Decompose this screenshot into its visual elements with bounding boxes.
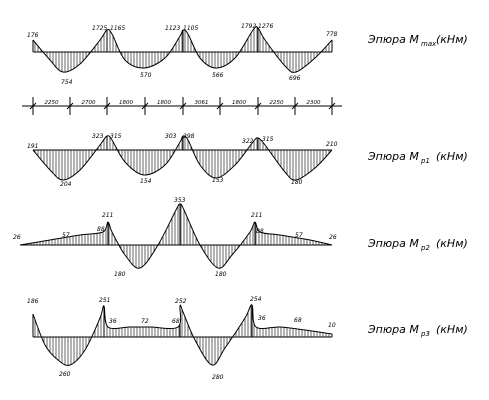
svg-text:Эпюра M: Эпюра M [367,237,419,250]
mp1-value-label: 315 [262,136,274,143]
dimension-label: 1800 [232,100,246,106]
mmax-value-label: 778 [326,31,338,38]
title-mp3-sub: p3 [420,330,430,338]
svg-text:Эпюра M: Эпюра M [367,33,419,46]
title-mmax-sub: max [421,40,437,48]
mp2-value-label: 211 [102,212,113,219]
title-mmax: Эпюра M max (кНм) [367,33,468,48]
diagram-mp3: 186 260 251 36 72 68 252 280 254 36 68 10 [27,296,336,381]
mmax-value-label: 754 [61,79,73,86]
mp2-value-label: 180 [215,271,227,278]
dimension-tick [291,102,299,110]
mmax-hatching [34,27,330,73]
mmax-value-label: 1105 [183,25,198,32]
mp3-value-label: 186 [27,298,39,305]
mp2-value-label: 57 [62,232,70,239]
mp3-value-label: 252 [175,298,187,305]
mp1-value-label: 303 [165,133,177,140]
mp2-value-label: 26 [13,234,21,241]
dimension-tick [179,102,187,110]
title-mp1-sub: p1 [420,157,430,165]
mmax-value-label: 176 [27,32,39,39]
dimension-label: 1800 [157,100,171,106]
mp1-value-label: 315 [110,133,122,140]
mp1-value-label: 210 [326,141,338,148]
dimension-label: 2250 [45,100,59,106]
dimension-label: 2250 [270,100,284,106]
mp3-value-label: 68 [294,317,302,324]
mp1-value-label: 154 [140,178,152,185]
title-mp3: Эпюра M p3 (кНм) [367,323,468,338]
mp1-hatching [34,136,330,180]
title-mp2-sub: p2 [420,244,430,252]
title-mp2-unit: (кНм) [436,237,468,250]
mp2-value-label: 57 [295,232,303,239]
mp1-value-label: 180 [291,179,303,186]
dimension-tick [141,102,149,110]
dimension-tick [254,102,262,110]
mp2-value-label: 211 [251,212,262,219]
dimension-label: 3061 [195,100,209,106]
mmax-value-label: 1165 [110,25,125,32]
mp2-value-label: 88 [256,228,264,235]
mp2-value-label: 180 [114,271,126,278]
mp3-value-label: 280 [212,374,224,381]
mp1-value-label: 204 [60,181,72,188]
mp1-value-label: 298 [183,133,195,140]
mmax-value-label: 1123 [165,25,180,32]
mp3-value-label: 251 [99,297,110,304]
mp2-value-label: 353 [174,197,186,204]
mmax-value-label: 696 [289,75,301,82]
mp1-value-label: 191 [27,143,38,150]
mp3-value-label: 36 [258,315,266,322]
dimension-line: 2250 2700 1800 1800 3061 1800 2250 2300 [22,97,342,115]
mp3-value-label: 72 [141,318,149,325]
title-mp3-unit: (кНм) [436,323,468,336]
mp3-value-label: 254 [250,296,262,303]
diagram-mp1: 191 204 323 315 154 303 298 153 322 315 180 210 [27,133,338,188]
mmax-value-label: 570 [140,72,152,79]
title-mmax-unit: (кНм) [436,33,468,46]
mp1-value-label: 322 [242,138,254,145]
mp3-value-label: 10 [328,322,336,329]
dimension-tick [66,102,74,110]
diagram-mp2: 26 57 88 211 180 353 180 211 88 57 26 [13,197,337,278]
dimension-tick [328,102,336,110]
dimension-label: 2700 [82,100,96,106]
mmax-value-label: 566 [212,72,224,79]
title-mp2: Эпюра M p2 (кНм) [367,237,468,252]
mp3-value-label: 260 [59,371,71,378]
mp3-moment-curve [32,304,333,366]
title-mp1: Эпюра M p1 (кНм) [367,150,468,165]
mp1-value-label: 153 [212,177,224,184]
dimension-label: 2300 [307,100,321,106]
mp1-value-label: 323 [92,133,104,140]
mp2-value-label: 26 [329,234,337,241]
mp3-value-label: 68 [172,318,180,325]
mmax-value-label: 1792 [241,23,256,30]
mp2-value-label: 88 [97,226,105,233]
mmax-value-label: 1276 [258,23,273,30]
svg-text:Эпюра M: Эпюра M [367,150,419,163]
svg-text:Эпюра M: Эпюра M [367,323,419,336]
dimension-tick [103,102,111,110]
mmax-value-label: 1725 [92,25,107,32]
mp2-hatching [30,204,326,269]
mp3-hatching [34,305,330,366]
dimension-tick [29,102,37,110]
dimension-label: 1800 [119,100,133,106]
mp3-value-label: 36 [109,318,117,325]
title-mp1-unit: (кНм) [436,150,468,163]
dimension-tick [216,102,224,110]
